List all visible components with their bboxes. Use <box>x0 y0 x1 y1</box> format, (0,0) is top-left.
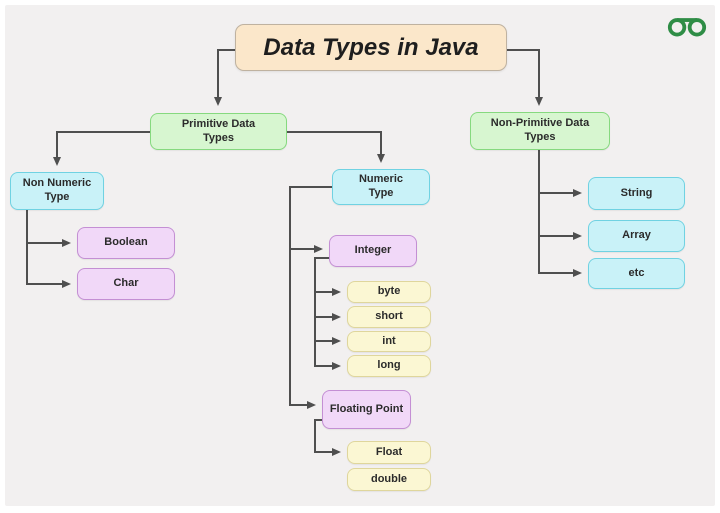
node-floating-point: Floating Point <box>322 390 411 429</box>
diagram-title: Data Types in Java <box>235 24 507 71</box>
node-boolean: Boolean <box>77 227 175 259</box>
geeksforgeeks-logo-icon <box>667 18 707 37</box>
node-float: Float <box>347 441 431 464</box>
node-non-numeric-type: Non Numeric Type <box>10 172 104 210</box>
node-string: String <box>588 177 685 210</box>
node-primitive-data-types: Primitive Data Types <box>150 113 287 150</box>
node-non-primitive-data-types: Non-Primitive Data Types <box>470 112 610 150</box>
node-short: short <box>347 306 431 328</box>
node-etc: etc <box>588 258 685 289</box>
node-char: Char <box>77 268 175 300</box>
node-integer: Integer <box>329 235 417 267</box>
node-numeric-type: Numeric Type <box>332 169 430 205</box>
node-double: double <box>347 468 431 491</box>
node-array: Array <box>588 220 685 252</box>
node-long: long <box>347 355 431 377</box>
node-int: int <box>347 331 431 352</box>
node-byte: byte <box>347 281 431 303</box>
